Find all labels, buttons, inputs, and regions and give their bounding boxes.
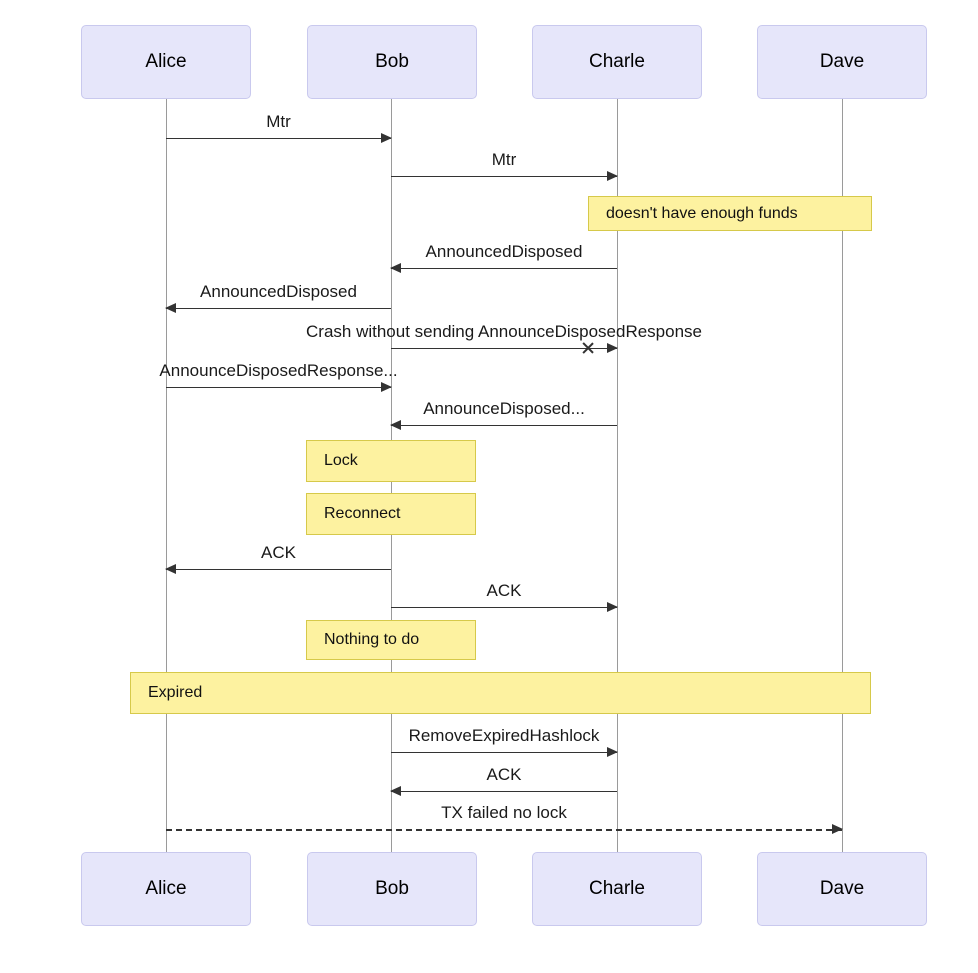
participant-label: Charle (589, 51, 645, 72)
participant-alice-top[interactable]: Alice (81, 25, 251, 99)
arrowhead-right-icon (607, 343, 618, 353)
participant-alice-bottom[interactable]: Alice (81, 852, 251, 926)
arrowhead-right-icon (607, 171, 618, 181)
participant-label: Alice (145, 878, 187, 899)
message-line (166, 138, 391, 139)
message-line (166, 308, 391, 309)
message-line (391, 425, 617, 426)
message-label: ACK (261, 543, 296, 562)
note-n4[interactable]: Nothing to do (306, 620, 476, 660)
message-line (391, 607, 617, 608)
arrowhead-left-icon (165, 303, 176, 313)
arrowhead-right-icon (381, 133, 392, 143)
participant-charlie-top[interactable]: Charle (532, 25, 702, 99)
message-label: RemoveExpiredHashlock (408, 726, 600, 745)
participant-charlie-bottom[interactable]: Charle (532, 852, 702, 926)
arrowhead-left-icon (390, 786, 401, 796)
arrowhead-right-icon (832, 824, 843, 834)
message-line (391, 348, 617, 349)
arrowhead-left-icon (390, 263, 401, 273)
note-label: Expired (148, 684, 203, 701)
arrowhead-left-icon (165, 564, 176, 574)
message-label: ACK (486, 765, 522, 784)
participant-bob-bottom[interactable]: Bob (307, 852, 477, 926)
arrowhead-left-icon (390, 420, 401, 430)
message-label: ACK (486, 581, 522, 600)
participant-label: Charle (589, 878, 645, 899)
message-label: TX failed no lock (441, 803, 567, 822)
note-n5[interactable]: Expired (130, 672, 871, 714)
participant-label: Dave (819, 51, 865, 72)
message-line (391, 752, 617, 753)
message-label: AnnouncedDisposed (425, 242, 583, 261)
arrowhead-right-icon (381, 382, 392, 392)
message-line (166, 829, 842, 831)
participant-label: Bob (375, 51, 409, 72)
arrowhead-right-icon (607, 602, 618, 612)
message-label: Crash without sending AnnounceDisposedRe… (306, 322, 702, 341)
participant-label: Dave (819, 878, 865, 899)
note-label: doesn't have enough funds (606, 204, 798, 222)
note-label: Reconnect (324, 505, 401, 522)
message-line (166, 387, 391, 388)
participant-label: Alice (145, 51, 187, 72)
message-line (391, 268, 617, 269)
note-label: Lock (324, 452, 358, 469)
message-line (166, 569, 391, 570)
participant-bob-top[interactable]: Bob (307, 25, 477, 99)
message-line (391, 791, 617, 792)
note-n1[interactable]: doesn't have enough funds (588, 196, 872, 231)
message-line (391, 176, 617, 177)
note-n2[interactable]: Lock (306, 440, 476, 482)
participant-dave-top[interactable]: Dave (757, 25, 927, 99)
note-n3[interactable]: Reconnect (306, 493, 476, 535)
lifeline-charlie (617, 99, 618, 852)
message-label: AnnounceDisposedResponse... (159, 361, 398, 380)
note-label: Nothing to do (324, 631, 420, 648)
lifeline-dave (842, 99, 843, 852)
lifeline-alice (166, 99, 167, 852)
participant-label: Bob (375, 878, 409, 899)
message-label: AnnouncedDisposed (200, 282, 357, 301)
message-label: Mtr (491, 150, 517, 169)
message-label: Mtr (266, 112, 291, 131)
participant-dave-bottom[interactable]: Dave (757, 852, 927, 926)
message-label: AnnounceDisposed... (423, 399, 585, 418)
arrowhead-right-icon (607, 747, 618, 757)
